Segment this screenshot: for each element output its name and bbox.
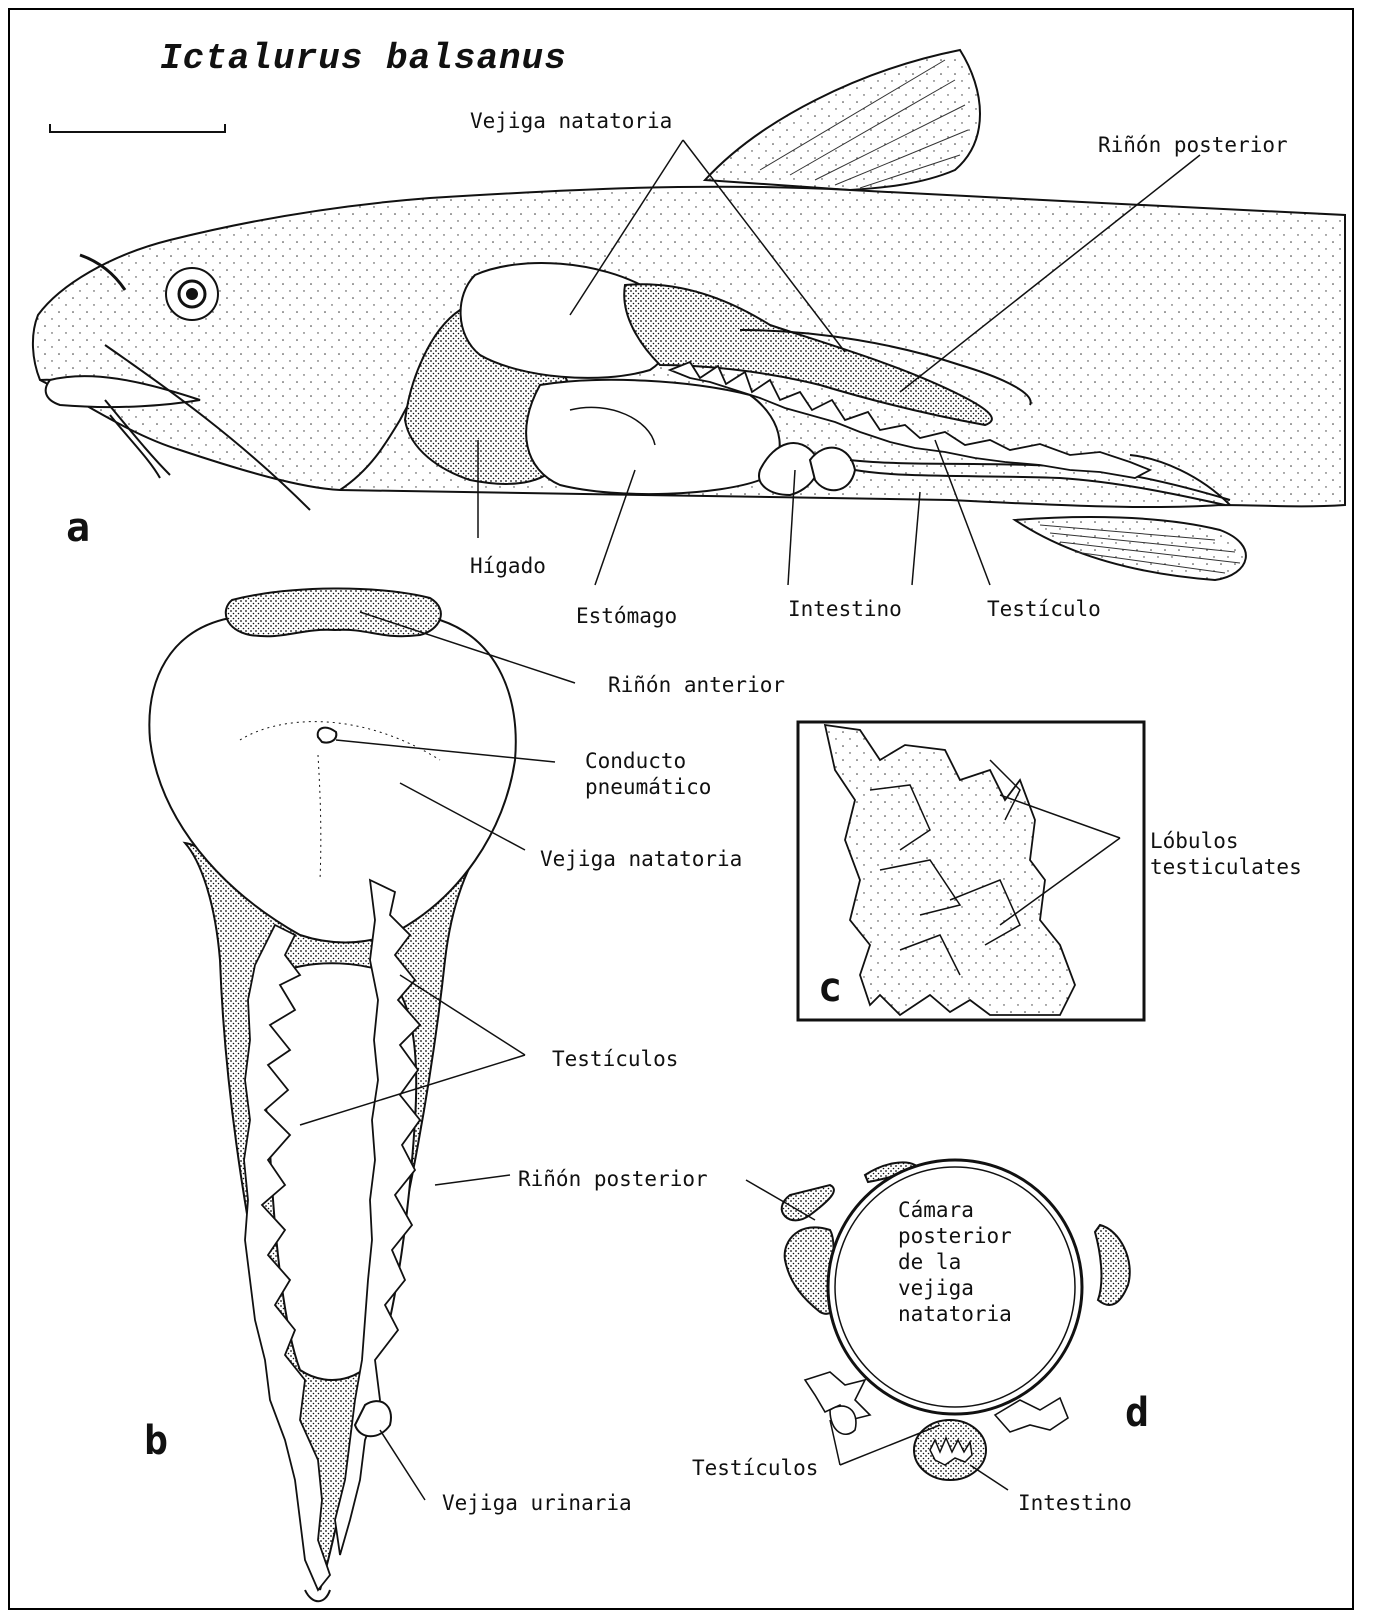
label-rinon-anterior: Riñón anterior [608, 672, 785, 698]
label-rinon-posterior-a: Riñón posterior [1098, 132, 1288, 158]
dorsal-fin [705, 50, 980, 190]
label-estomago: Estómago [576, 603, 677, 629]
pneumatic-duct [318, 728, 337, 743]
label-testiculo-a: Testículo [987, 596, 1101, 622]
panel-a-fish [33, 50, 1345, 585]
label-testiculos-b: Testículos [552, 1046, 678, 1072]
label-conducto-pneumatico: Conducto pneumático [585, 748, 711, 800]
panel-letter-a: a [66, 505, 90, 551]
label-intestino-d: Intestino [1018, 1490, 1132, 1516]
panel-c-detail [798, 722, 1144, 1020]
label-camara-posterior: Cámara posterior de la vejiga natatoria [898, 1197, 1012, 1327]
panel-letter-b: b [144, 1418, 168, 1464]
label-rinon-posterior-b: Riñón posterior [518, 1166, 708, 1192]
label-vejiga-natatoria-a: Vejiga natatoria [470, 108, 672, 134]
label-lobulos-testiculates: Lóbulos testiculates [1150, 828, 1302, 880]
panel-b-organs [149, 588, 575, 1601]
label-vejiga-urinaria: Vejiga urinaria [442, 1490, 632, 1516]
scale-bar [50, 124, 225, 132]
panel-letter-d: d [1125, 1390, 1149, 1436]
kidney-anterior-b [226, 588, 441, 636]
label-intestino-a: Intestino [788, 596, 902, 622]
anal-fin [1015, 517, 1246, 580]
kidney-right-d [1095, 1225, 1130, 1305]
swim-bladder-b [149, 615, 515, 942]
panel-letter-c: c [818, 965, 842, 1011]
label-vejiga-natatoria-b: Vejiga natatoria [540, 846, 742, 872]
label-testiculos-d: Testículos [692, 1455, 818, 1481]
figure-title: Ictalurus balsanus [160, 38, 567, 79]
label-higado: Hígado [470, 553, 546, 579]
